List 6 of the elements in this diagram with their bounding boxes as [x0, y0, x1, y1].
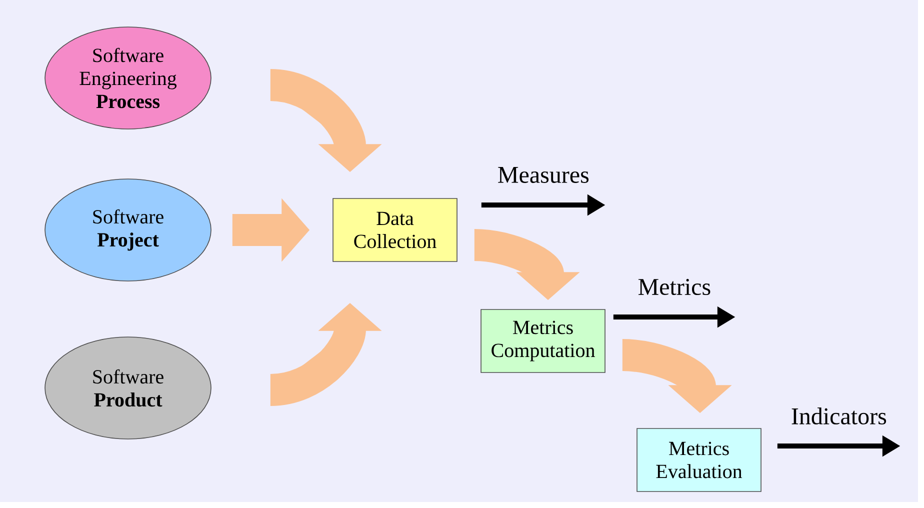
- process-box: Data Collection: [332, 198, 458, 262]
- edge-label: Measures: [498, 167, 589, 183]
- edge-label: Metrics: [638, 278, 710, 296]
- process-box: Metrics Computation: [480, 309, 606, 373]
- process-box: Metrics Evaluation: [636, 428, 762, 492]
- edge-label: Indicators: [792, 408, 886, 424]
